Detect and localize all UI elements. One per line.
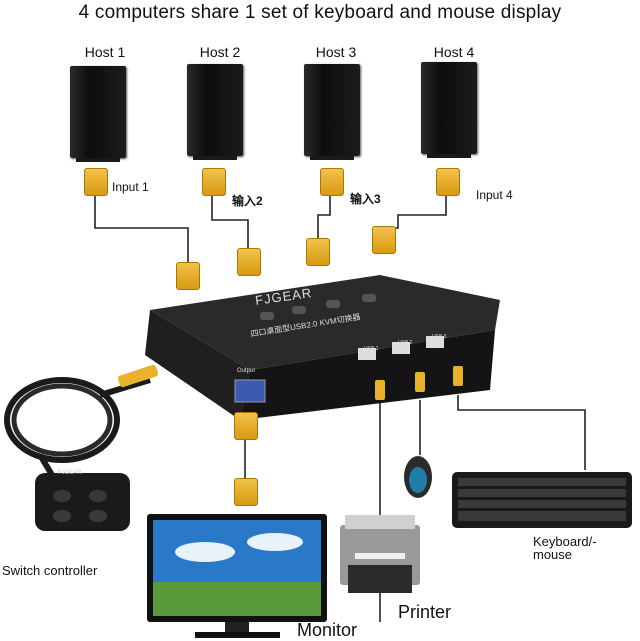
usb-3-label: USB 3 xyxy=(432,334,446,340)
usb-1-label: USB 1 xyxy=(364,346,378,352)
keyboard-icon xyxy=(450,468,635,533)
printer-icon xyxy=(330,505,430,605)
usb-2-label: USB 2 xyxy=(398,340,412,346)
host-4-label: Host 4 xyxy=(419,44,489,60)
output-vga-connector xyxy=(234,412,258,440)
controller-button-4 xyxy=(89,510,107,522)
kvm-output-label: Output xyxy=(237,368,255,374)
host-2-computer-icon xyxy=(187,64,243,156)
host-4-vga-connector xyxy=(436,168,460,196)
kvm-button-1 xyxy=(260,312,274,320)
monitor-label: Monitor xyxy=(297,620,357,641)
cable-host-4 xyxy=(386,195,446,228)
host-2-vga-connector xyxy=(202,168,226,196)
usb-plug-mouse xyxy=(415,372,425,392)
cable-host-3 xyxy=(318,195,330,238)
host-1-label: Host 1 xyxy=(70,44,140,60)
kvm-input-3-connector xyxy=(306,238,330,266)
controller-brand: FJGEAR xyxy=(58,470,82,476)
switch-controller-label: Switch controller xyxy=(2,563,97,578)
kvm-button-2 xyxy=(292,306,306,314)
host-3-label: Host 3 xyxy=(301,44,371,60)
kvm-switch xyxy=(140,270,510,420)
input-2-label: 输入2 xyxy=(232,192,263,209)
switch-controller xyxy=(30,468,140,538)
host-3-vga-connector xyxy=(320,168,344,196)
host-1-computer-icon xyxy=(70,66,126,158)
kvm-button-4 xyxy=(362,294,376,302)
host-1-vga-connector xyxy=(84,168,108,196)
kvm-input-4-connector xyxy=(372,226,396,254)
usb-plug-printer xyxy=(375,380,385,400)
host-3-computer-icon xyxy=(304,64,360,156)
keyboard-mouse-label: Keyboard/- mouse xyxy=(533,535,597,561)
input-3-label: 输入3 xyxy=(350,190,381,207)
controller-button-2 xyxy=(89,490,107,502)
printer-label: Printer xyxy=(398,602,451,623)
controller-button-1 xyxy=(53,490,71,502)
mouse-icon xyxy=(398,452,438,502)
usb-plug-keyboard xyxy=(453,366,463,386)
cable-host-1 xyxy=(95,195,188,262)
monitor-vga-connector xyxy=(234,478,258,506)
input-1-label: Input 1 xyxy=(112,180,149,194)
host-4-computer-icon xyxy=(421,62,477,154)
host-2-label: Host 2 xyxy=(185,44,255,60)
kvm-button-3 xyxy=(326,300,340,308)
input-4-label: Input 4 xyxy=(476,188,513,202)
controller-button-3 xyxy=(53,510,71,522)
